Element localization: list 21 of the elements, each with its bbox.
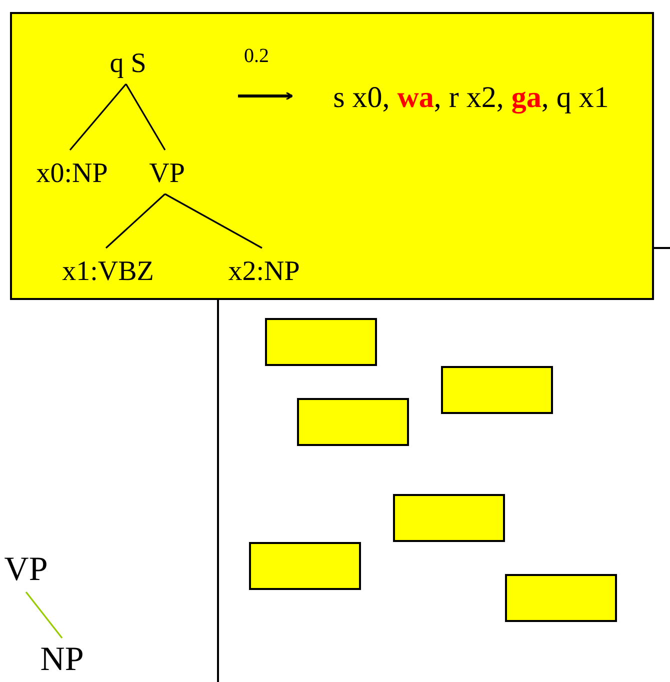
tree-branch-line [125, 84, 166, 150]
arrow [238, 92, 293, 100]
tree-branch-line [69, 83, 127, 151]
tree-label: NP [30, 640, 94, 680]
blank-box [505, 574, 617, 622]
blank-box [249, 542, 361, 590]
blank-box [265, 318, 377, 366]
blank-box [297, 398, 409, 446]
tree-branch-line [105, 193, 166, 249]
blank-box [393, 494, 505, 542]
tree-node-label: x2:NP [214, 252, 314, 292]
tree-branch-line [164, 193, 262, 249]
tree-node-label: x1:VBZ [44, 252, 172, 292]
rule-output-text: s x0, wa, r x2, ga, q x1 [296, 78, 646, 118]
tree-branch-line [25, 592, 63, 638]
tree-node-label: q S [100, 44, 156, 84]
tree-node-label: x0:NP [22, 154, 122, 194]
tree-label: VP [0, 550, 52, 590]
edge-label: 0.2 [244, 46, 269, 66]
tree-node-label: VP [138, 154, 196, 194]
blank-box [441, 366, 553, 414]
